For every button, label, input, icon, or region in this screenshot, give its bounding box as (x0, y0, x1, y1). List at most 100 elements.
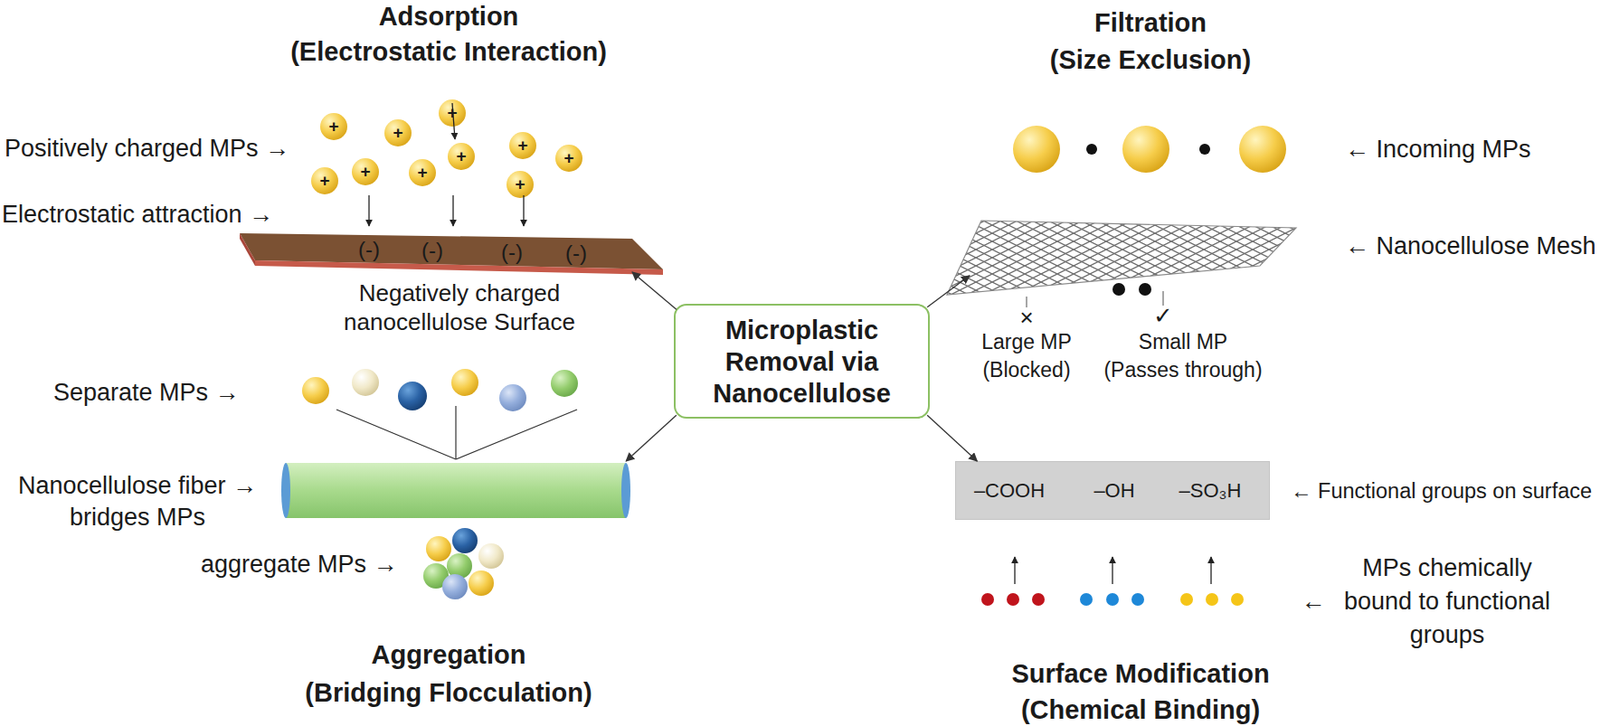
art-circle (1122, 125, 1170, 173)
art-circle (506, 170, 534, 199)
annotation-label: Surface Modification (1011, 658, 1269, 691)
art-circle (468, 570, 494, 597)
art-circle (499, 384, 527, 412)
connector-arrow (927, 275, 970, 308)
art-circle (1112, 283, 1126, 296)
art-circle (302, 377, 330, 405)
art-circle (311, 167, 339, 195)
art-circle (550, 369, 578, 398)
art-circle (1138, 283, 1152, 296)
annotation-label: (Electrostatic Interaction) (290, 36, 607, 68)
nanocellulose-fiber-shape (280, 461, 632, 521)
art-line (1210, 557, 1212, 585)
art-line (1013, 557, 1015, 585)
node-text: ← Nanocellulose Mesh (1344, 231, 1597, 261)
art-circle (981, 593, 995, 606)
charge-sign: + (563, 148, 574, 170)
art-circle (384, 119, 412, 147)
nanocellulose-fiber: Nanocellulose fiber → bridges MPs (280, 461, 632, 521)
art-circle (446, 553, 473, 579)
charge-sign: + (416, 162, 427, 184)
connector-arrow (625, 415, 677, 462)
annotation-label: (Bridging Flocculation) (304, 677, 592, 710)
nanocellulose-mesh: ← Nanocellulose Mesh (943, 217, 1298, 299)
art-circle (1180, 593, 1193, 606)
art-circle (320, 113, 348, 141)
annotation-label: MPs chemically bound to functional group… (1336, 551, 1559, 653)
connector-arrow (632, 272, 677, 310)
bound-microplastics (981, 593, 1244, 606)
charge-sign: + (446, 103, 457, 124)
art-circle (1230, 593, 1244, 606)
art-circle (1106, 593, 1119, 606)
node-text: Negatively charged nanocellulose Surface (337, 278, 582, 337)
art-circle (1131, 593, 1145, 606)
charge-sign: + (319, 170, 330, 192)
nanocellulose-mesh-shape (943, 217, 1298, 299)
art-circle (438, 99, 466, 127)
art-circle (442, 574, 468, 600)
node-text: (-) (421, 237, 444, 265)
art-circle (351, 158, 379, 186)
art-line (1111, 557, 1113, 585)
annotation-label: × (1019, 303, 1033, 332)
art-circle (1086, 143, 1098, 155)
art-circle (1239, 125, 1287, 173)
charge-sign: + (359, 161, 370, 183)
node-text: (-) (565, 240, 587, 267)
art-circle (426, 536, 452, 562)
adsorbent-surface-shape (236, 231, 667, 277)
filtration-outcome (1026, 283, 1164, 308)
annotation-label: (Size Exclusion) (1050, 44, 1251, 76)
connector-arrow (927, 415, 977, 462)
central-box: Microplastic Removal via Nanocellulose (673, 303, 930, 419)
adsorbent-surface: (-)(-)(-)(-)Negatively charged nanocellu… (236, 231, 667, 277)
node-text: Nanocellulose fiber → bridges MPs (9, 470, 267, 534)
functional-group-box: –COOH–OH–SO₃H (955, 461, 1270, 521)
annotation-label: (Chemical Binding) (1021, 694, 1260, 726)
art-line (455, 409, 578, 460)
annotation-label: Adsorption (378, 0, 520, 33)
annotation-label: Small MP (Passes through) (1101, 328, 1266, 385)
art-line (368, 195, 370, 227)
art-circle (351, 369, 379, 397)
node-text: –SO₃H (1179, 479, 1242, 503)
charge-sign: + (514, 174, 525, 196)
node-text: (-) (501, 239, 523, 266)
art-circle (452, 528, 478, 554)
art-circle (408, 159, 436, 187)
charge-sign: + (455, 146, 466, 168)
annotation-label: ← (1301, 586, 1326, 616)
art-circle (1031, 593, 1045, 606)
separate-microplastics (302, 369, 578, 460)
annotation-label: Large MP (Blocked) (975, 328, 1080, 385)
annotation-label: Aggregation (371, 639, 527, 672)
binding-arrows (1014, 557, 1212, 585)
positive-microplastics (311, 99, 583, 199)
art-line (452, 195, 454, 227)
art-circle (451, 369, 479, 397)
annotation-label: ← Functional groups on surface (1290, 478, 1592, 504)
art-circle (397, 381, 427, 411)
annotation-label: aggregate MPs → (200, 549, 398, 579)
annotation-label: Separate MPs → (53, 378, 240, 408)
art-circle (1006, 593, 1020, 606)
annotation-label: Electrostatic attraction → (1, 199, 274, 229)
art-circle (478, 543, 504, 569)
art-line (522, 195, 524, 227)
annotation-label: Filtration (1094, 7, 1207, 39)
annotation-label: ✓ (1153, 302, 1174, 331)
art-circle (1013, 125, 1061, 173)
annotation-label: ← Incoming MPs (1344, 134, 1532, 164)
node-text: Microplastic Removal via Nanocellulose (700, 313, 904, 409)
node-text: –OH (1093, 479, 1135, 503)
art-circle (1205, 593, 1219, 606)
aggregate-cluster (423, 528, 504, 600)
art-circle (1079, 593, 1093, 606)
attraction-arrows (369, 195, 524, 227)
art-line (336, 409, 456, 460)
charge-sign: + (517, 135, 528, 157)
node-text: (-) (358, 236, 380, 264)
